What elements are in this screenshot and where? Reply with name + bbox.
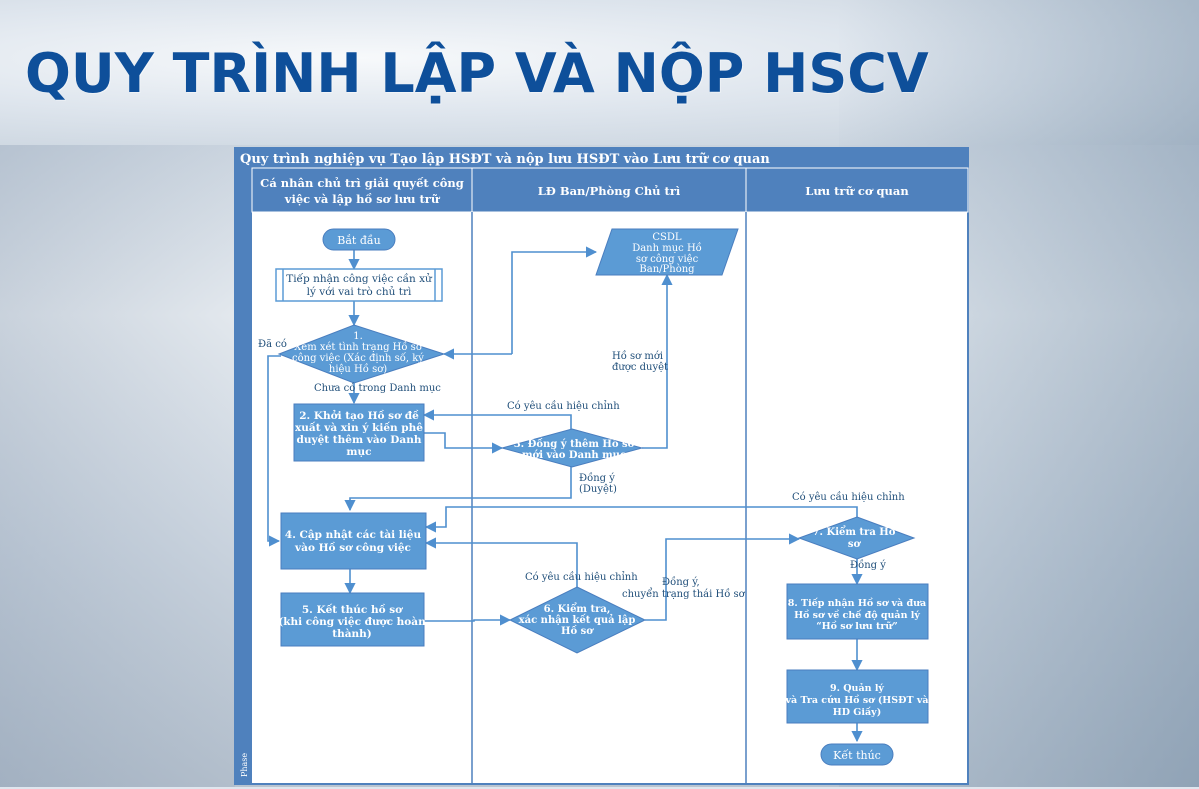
node-archive-line1: 8. Tiếp nhận Hồ sơ và đưa xyxy=(788,597,926,609)
node-finish-line2: (khi công việc được hoàn xyxy=(278,615,426,628)
lane-header-leader xyxy=(471,167,747,213)
node-db-line4: Ban/Phòng xyxy=(639,264,695,275)
node-start-label: Bắt đầu xyxy=(337,234,380,247)
edge-approve-update xyxy=(344,467,572,512)
node-inspect xyxy=(797,516,916,560)
label-agree-transfer-2: chuyển trạng thái Hồ sơ xyxy=(622,588,746,600)
label-already: Đã có xyxy=(258,339,287,350)
node-verify-line3: Hồ sơ xyxy=(561,625,594,637)
node-create-line1: 2. Khởi tạo Hồ sơ đề xyxy=(299,409,419,422)
edge-approve-create-revise xyxy=(422,409,572,429)
label-revise-2: Có yêu cầu hiệu chỉnh xyxy=(792,491,905,503)
edge-inspect-update-revise xyxy=(424,506,858,533)
label-new-approved-1: Hồ sơ mới xyxy=(612,351,663,362)
label-revise-3: Có yêu cầu hiệu chỉnh xyxy=(525,571,638,583)
edge-approve-db xyxy=(642,273,673,449)
lane-header-individual xyxy=(251,167,473,213)
node-archive-line3: “Hồ sơ lưu trữ” xyxy=(816,620,898,632)
edge-verify-inspect xyxy=(645,533,801,621)
node-end xyxy=(820,743,894,766)
node-create-line3: duyệt thêm vào Danh xyxy=(297,433,422,446)
node-check-line3: công việc (Xác định số, ký xyxy=(292,353,424,364)
node-db-line1: CSDL xyxy=(652,232,682,243)
label-agree-transfer-1: Đồng ý, xyxy=(662,577,700,588)
label-agree-approved-2: (Duyệt) xyxy=(579,484,617,495)
node-check-line1: 1. xyxy=(353,331,363,342)
node-end-label: Kết thúc xyxy=(833,749,881,762)
node-receive-line2: lý với vai trò chủ trì xyxy=(307,285,412,298)
diagram-header-bar xyxy=(235,148,968,168)
edge-finish-verify xyxy=(424,614,512,626)
node-receive xyxy=(275,268,443,302)
node-create-line4: mục xyxy=(346,446,371,458)
lane-1-title-line2: việc và lập hồ sơ lưu trữ xyxy=(284,192,441,206)
node-verify-line2: xác nhận kết quả lập xyxy=(519,614,636,626)
label-new-approved-2: được duyệt xyxy=(612,362,668,373)
lane-2-title: LĐ Ban/Phòng Chủ trì xyxy=(538,184,681,198)
node-receive-line1: Tiếp nhận công việc cần xử xyxy=(286,272,433,285)
node-inspect-line2: sơ xyxy=(848,539,862,550)
node-manage-line2: và Tra cứu Hồ sơ (HSĐT và xyxy=(784,694,928,706)
node-update-line2: vào Hồ sơ công việc xyxy=(294,541,411,554)
label-revise-1: Có yêu cầu hiệu chỉnh xyxy=(507,400,620,412)
phase-column xyxy=(235,168,252,784)
node-finish-line3: thành) xyxy=(332,628,372,640)
node-check-line2: Xem xét tình trạng Hồ sơ xyxy=(294,342,423,353)
slide-title: QUY TRÌNH LẬP VÀ NỘP HSCV xyxy=(25,42,929,105)
node-check-line4: hiệu Hồ sơ) xyxy=(329,364,387,375)
label-not-in-list: Chưa có trong Danh mục xyxy=(314,383,441,394)
node-manage-line1: 9. Quản lý xyxy=(830,683,884,694)
node-archive-receive xyxy=(786,583,929,640)
node-create xyxy=(293,403,425,462)
node-create-line2: xuất và xin ý kiến phê xyxy=(295,421,423,434)
node-verify xyxy=(508,586,647,654)
node-inspect-line1: 7. Kiểm tra Hồ xyxy=(813,526,896,538)
lane-3-title: Lưu trữ cơ quan xyxy=(805,184,909,198)
node-db-line3: sơ công việc xyxy=(636,254,699,265)
node-approve xyxy=(500,428,644,468)
node-manage xyxy=(786,669,929,724)
diagram-header: Quy trình nghiệp vụ Tạo lập HSĐT và nộp … xyxy=(240,152,770,167)
label-agree: Đồng ý xyxy=(850,560,886,571)
edge-verify-update-revise xyxy=(424,537,578,587)
node-finish-line1: 5. Kết thúc hồ sơ xyxy=(302,603,403,616)
node-db-line2: Danh mục Hồ xyxy=(632,243,702,254)
building-left-background xyxy=(0,145,235,787)
node-update-line1: 4. Cập nhật các tài liệu xyxy=(285,528,422,541)
lane-1-title-line1: Cá nhân chủ trì giải quyết công xyxy=(260,176,464,190)
node-check xyxy=(277,324,446,384)
edge-check-update xyxy=(267,355,281,547)
node-start xyxy=(322,228,396,251)
process-diagram: Quy trình nghiệp vụ Tạo lập HSĐT và nộp … xyxy=(234,147,969,785)
node-database xyxy=(595,228,739,276)
edge-db-check-up xyxy=(511,246,598,354)
lane-header-archive xyxy=(745,167,969,213)
edge-create-approve xyxy=(424,432,504,454)
node-approve-line2: mới vào Danh mục xyxy=(522,450,626,461)
node-finish xyxy=(280,592,425,647)
node-archive-line2: Hồ sơ về chế độ quản lý xyxy=(794,609,920,621)
phase-label: Phase xyxy=(240,753,249,777)
node-manage-line3: HD Giấy) xyxy=(833,706,881,718)
node-update xyxy=(280,512,427,570)
label-agree-approved-1: Đồng ý xyxy=(579,473,615,484)
node-approve-line1: 3. Đồng ý thêm Hồ sơ xyxy=(514,438,636,450)
node-verify-line1: 6. Kiểm tra, xyxy=(544,603,611,615)
